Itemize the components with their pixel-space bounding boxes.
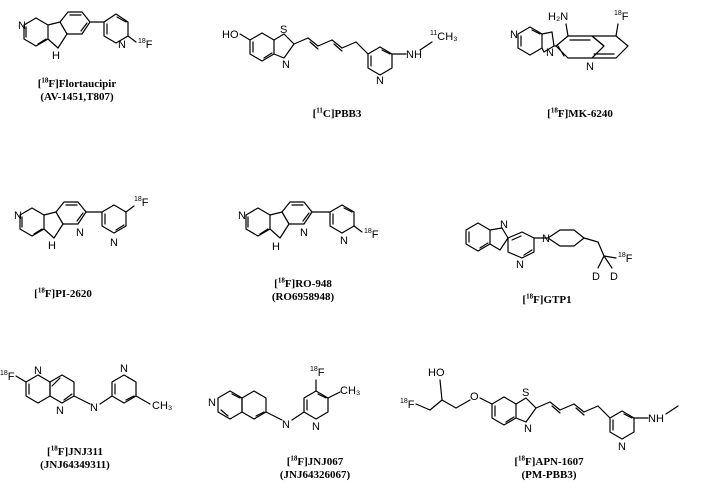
svg-text:18F: 18F (614, 10, 629, 23)
caption-jnj067: [18F]JNJ067 (JNJ64326067) (279, 454, 351, 481)
atom-n: N (312, 421, 320, 433)
structure-pi-2620: N N H N 18F (10, 196, 190, 266)
atom-n: N (618, 441, 626, 453)
isotope-label: 18 (138, 38, 146, 45)
atom-n: N (300, 227, 308, 239)
atom-f: F (146, 39, 153, 51)
svg-text:18F: 18F (310, 366, 325, 379)
atom-s: S (280, 24, 287, 36)
isotope-label: 18 (310, 366, 318, 373)
atom-d: D (610, 271, 618, 283)
atom-ho: HO (428, 367, 445, 379)
atom-n: N (586, 61, 594, 73)
atom-n: N (510, 29, 518, 41)
caption-apn-1607: [18F]APN-1607 (PM-PBB3) (514, 454, 584, 481)
isotope-label: 11 (430, 30, 437, 37)
isotope-label: 18 (364, 228, 372, 235)
svg-text:18F: 18F (618, 252, 633, 265)
atom-n: N (118, 39, 126, 51)
atom-ch3: CH₃ (437, 31, 457, 43)
atom-n: N (56, 405, 64, 417)
structure-flortaucipir: N H N 18F (12, 8, 192, 78)
structure-jnj311: 18F N N N N CH₃ (0, 356, 180, 431)
isotope-label: 18 (0, 370, 8, 377)
atom-o: O (470, 391, 479, 403)
isotope-label: 18 (134, 196, 142, 203)
isotope-label: 18 (614, 10, 622, 17)
atom-n: N (14, 210, 22, 222)
svg-text:18F: 18F (400, 398, 415, 411)
atom-s: S (522, 387, 529, 399)
isotope-label: 18 (400, 398, 408, 405)
atom-n: N (208, 397, 216, 409)
structure-mk-6240: H₂N 18F N N N (508, 6, 668, 101)
atom-f: F (408, 399, 415, 411)
atom-nh: NH (648, 413, 664, 425)
atom-f: F (372, 229, 379, 241)
atom-n: N (516, 259, 524, 271)
structure-ro-948: N N H N 18F (236, 198, 416, 268)
svg-text:18F: 18F (0, 370, 15, 383)
atom-n: N (340, 235, 348, 247)
atom-n: N (120, 363, 128, 375)
atom-nh2: H₂N (548, 11, 568, 23)
atom-n: N (34, 365, 42, 377)
caption-pi-2620: [18F]PI-2620 (34, 286, 92, 300)
atom-n: N (110, 237, 118, 249)
isotope-label: 18 (618, 252, 626, 259)
atom-f: F (318, 367, 325, 379)
svg-text:18F: 18F (138, 38, 153, 51)
caption-jnj311: [18F]JNJ311 (JNJ64349311) (40, 444, 110, 471)
svg-text:18F: 18F (364, 228, 379, 241)
structure-jnj067: N 18F CH₃ N N (208, 366, 388, 448)
atom-n: N (500, 219, 508, 231)
atom-n: N (282, 59, 290, 71)
atom-n: N (90, 402, 98, 414)
caption-mk-6240: [18F]MK-6240 (547, 106, 613, 120)
atom-h: H (52, 50, 60, 62)
caption-pbb3: [11C]PBB3 (312, 106, 362, 120)
svg-text:11CH₃: 11CH₃ (430, 30, 458, 43)
atom-n: N (376, 75, 384, 87)
atom-n: N (546, 47, 554, 59)
atom-n: N (282, 419, 290, 431)
atom-f: F (622, 11, 629, 23)
atom-nh: NH (406, 49, 422, 61)
structure-gtp1: N N N 18F D D (452, 218, 672, 298)
caption-gtp1: [18F]GTP1 (522, 292, 572, 306)
atom-n: N (18, 20, 26, 32)
atom-f: F (142, 197, 149, 209)
atom-f: F (626, 253, 633, 265)
atom-ch3: CH₃ (340, 385, 360, 397)
structure-pbb3: HO S N N NH 11CH₃ (222, 22, 472, 87)
caption-ro-948: [18F]RO-948 (RO6958948) (271, 276, 335, 303)
atom-f: F (8, 371, 15, 383)
atom-n: N (76, 227, 84, 239)
atom-ho: HO (222, 29, 239, 41)
atom-ch3: CH₃ (152, 400, 172, 412)
caption-flortaucipir: [18F]Flortaucipir (AV-1451,T807) (37, 76, 117, 103)
svg-text:18F: 18F (134, 196, 149, 209)
atom-d: D (592, 271, 600, 283)
atom-n: N (542, 233, 550, 245)
atom-n: N (524, 423, 532, 435)
structure-apn-1607: HO 18F O S N (398, 362, 698, 453)
atom-n: N (238, 210, 246, 222)
atom-h: H (48, 240, 56, 252)
atom-h: H (272, 241, 280, 253)
